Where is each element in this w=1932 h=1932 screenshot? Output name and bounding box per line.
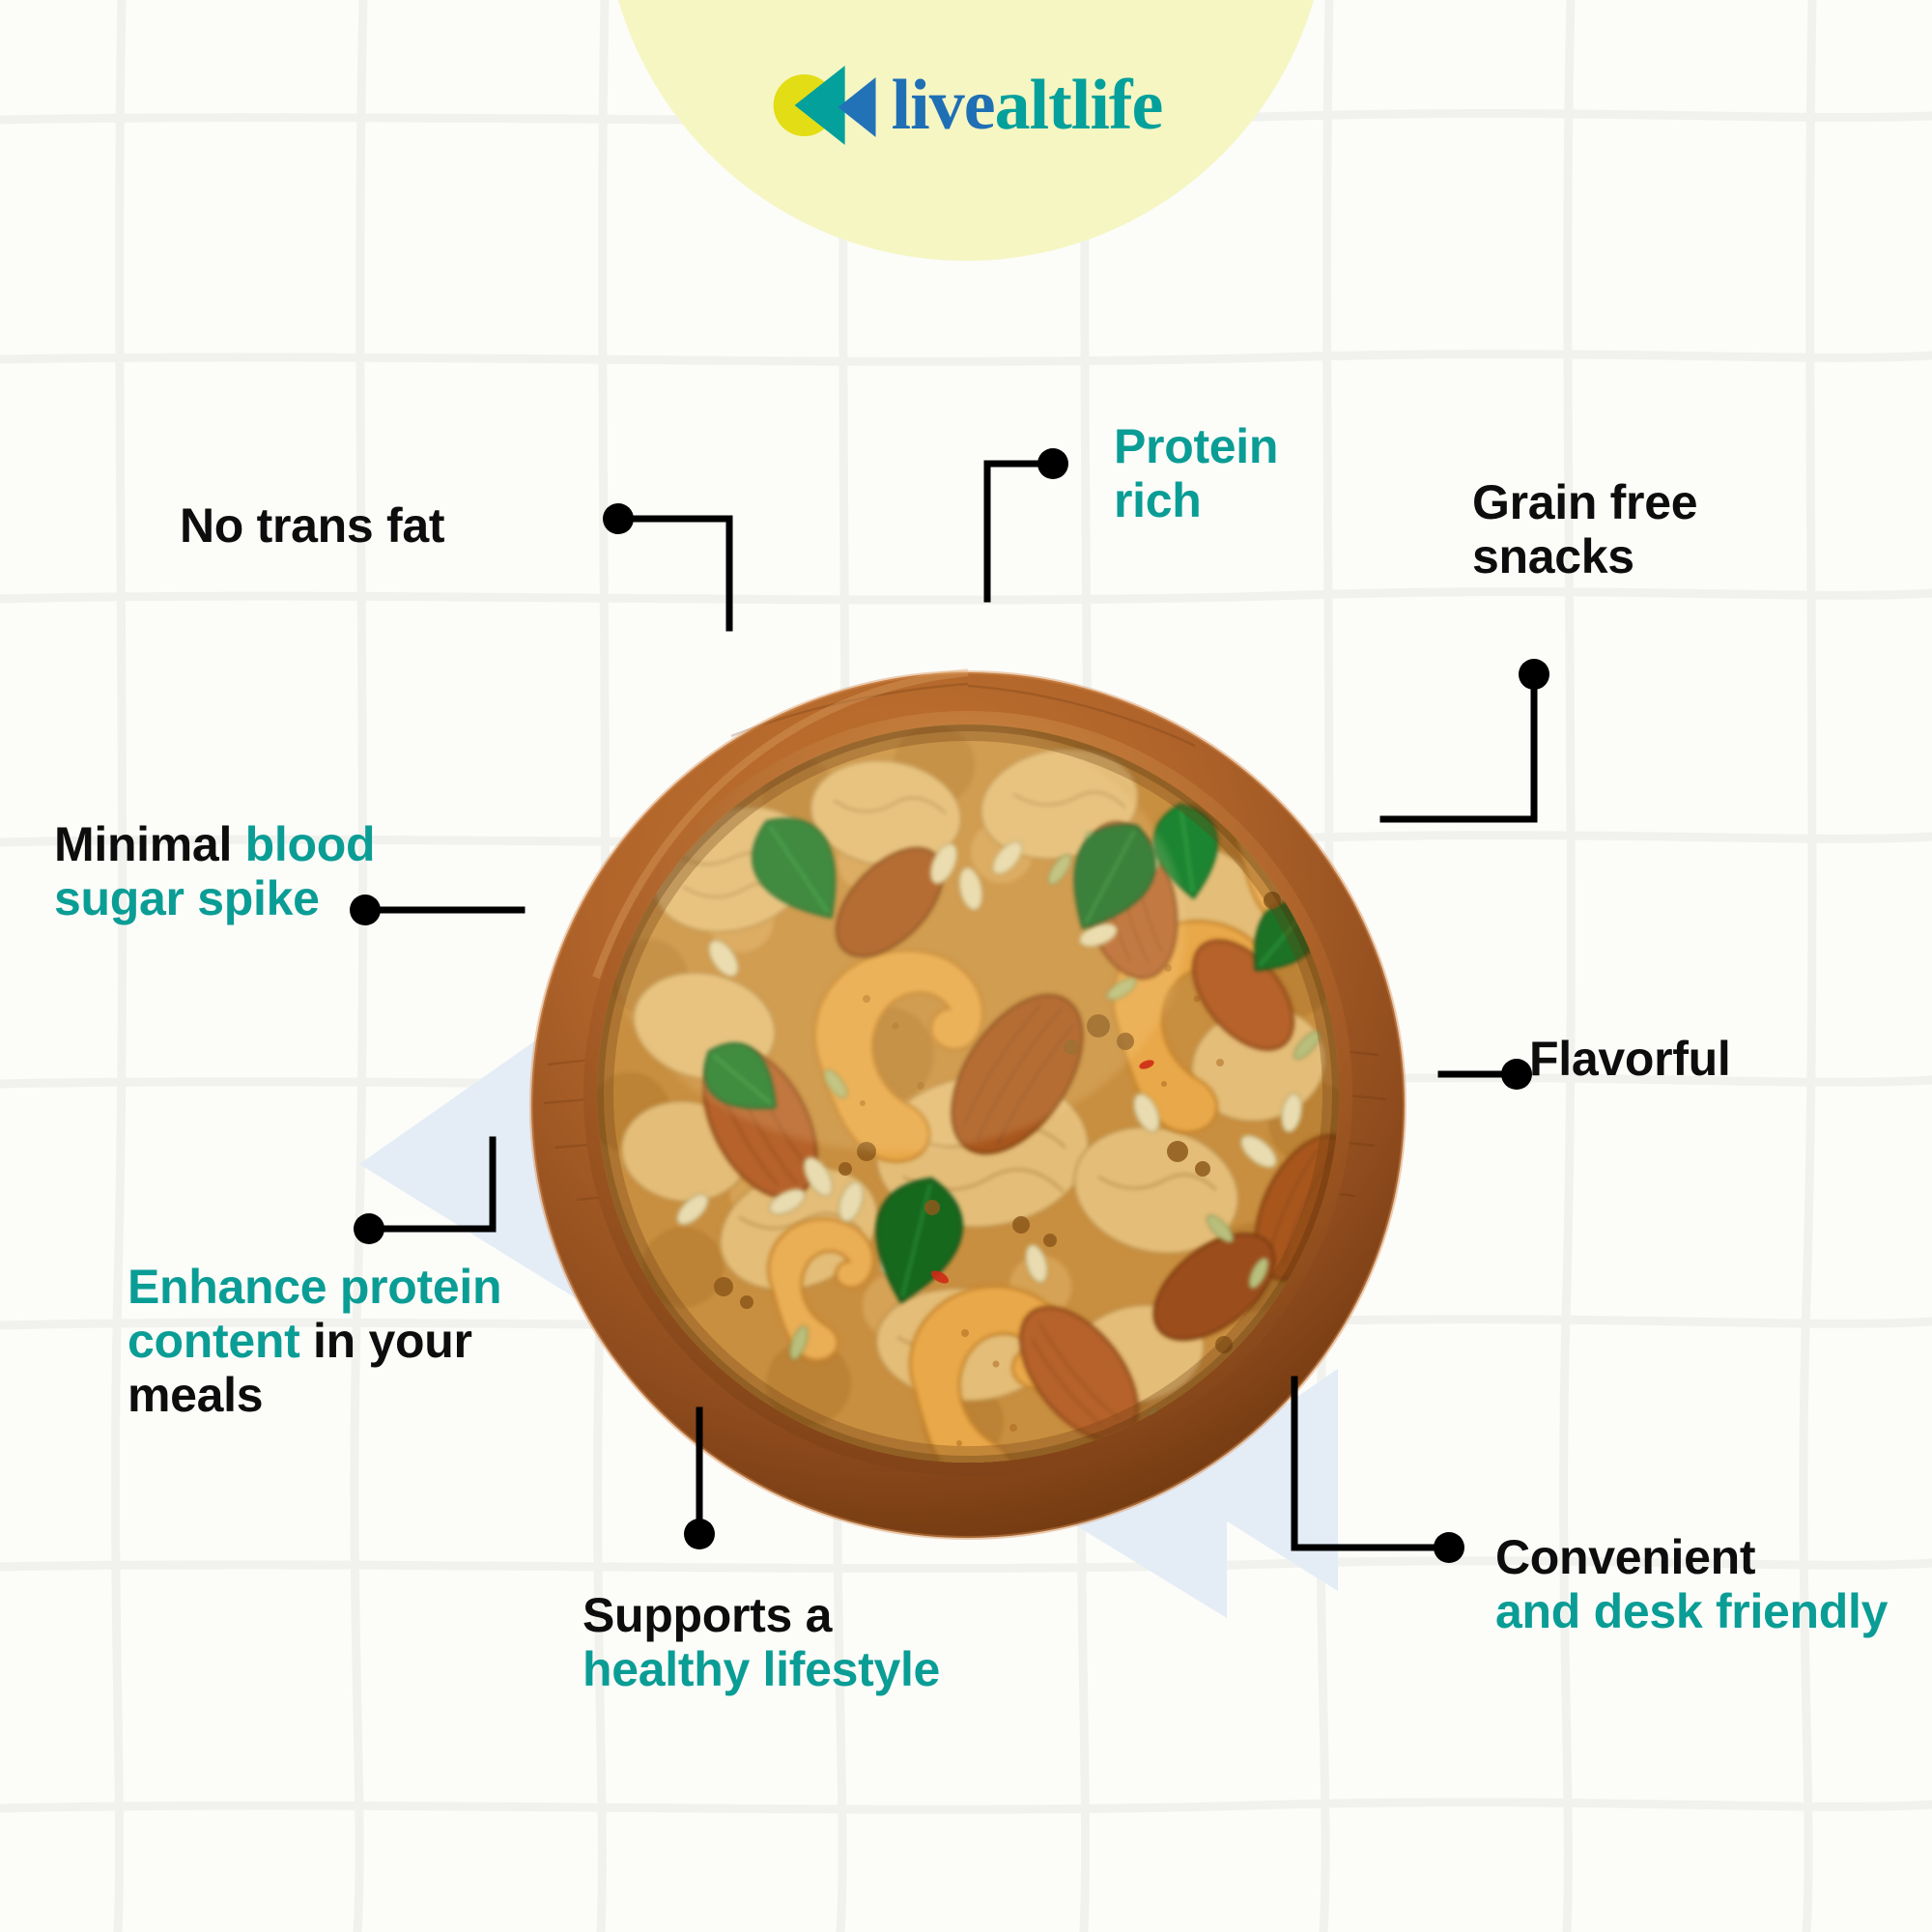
callout-text-teal: healthy lifestyle bbox=[582, 1642, 941, 1696]
callout-text-black: Supports a bbox=[582, 1588, 833, 1642]
callout-text-black-line2: in your bbox=[313, 1314, 472, 1368]
callout-text-line2: snacks bbox=[1472, 529, 1634, 583]
brand-name-live: live bbox=[891, 66, 996, 145]
product-photo-bowl-of-nuts bbox=[480, 611, 1456, 1586]
callout-text-teal-line2: sugar spike bbox=[54, 871, 320, 925]
callout-text-teal-line2: content bbox=[128, 1314, 314, 1368]
double-left-arrow-logo-icon bbox=[770, 64, 876, 147]
brand-name-altlife: altlife bbox=[994, 66, 1164, 145]
callout-text-teal-line1: Enhance protein bbox=[128, 1260, 502, 1314]
callout-text-black-line3: meals bbox=[128, 1368, 264, 1422]
callout-text-black: Convenient bbox=[1495, 1530, 1756, 1584]
callout-text: No trans fat bbox=[180, 498, 445, 553]
callout-text-teal: and desk friendly bbox=[1495, 1584, 1889, 1638]
callout-label-no-trans-fat: No trans fat bbox=[180, 498, 445, 553]
brand-wordmark: livealtlife bbox=[892, 70, 1164, 141]
callout-text: Flavorful bbox=[1529, 1032, 1731, 1086]
callout-text-line2: rich bbox=[1114, 473, 1202, 527]
callout-text-black: Minimal bbox=[54, 817, 245, 871]
callout-text-line1: Protein bbox=[1114, 419, 1279, 473]
callout-text-line1: Grain free bbox=[1472, 475, 1698, 529]
callout-text-teal-line1: blood bbox=[244, 817, 376, 871]
brand-logo: livealtlife bbox=[770, 64, 1163, 147]
callout-label-flavorful: Flavorful bbox=[1529, 1032, 1731, 1086]
